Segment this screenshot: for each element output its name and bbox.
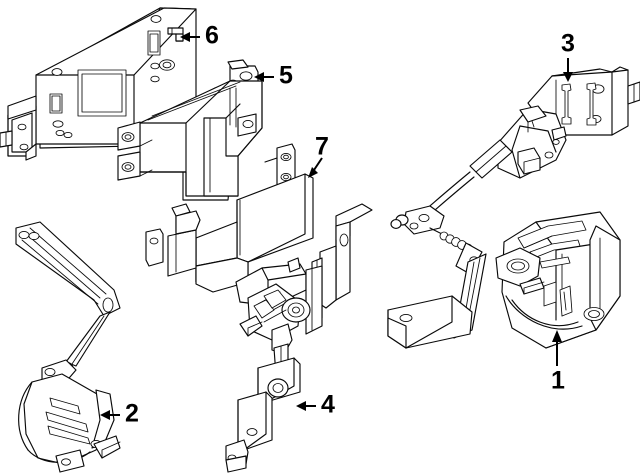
callout-6: 6 — [180, 22, 219, 50]
callout-4-number: 4 — [321, 391, 335, 419]
callout-7: 7 — [308, 133, 329, 178]
part-mounting-plate — [0, 7, 197, 161]
callout-3-number: 3 — [561, 30, 575, 58]
callout-2: 2 — [100, 400, 139, 428]
callout-2-number: 2 — [125, 400, 139, 428]
callout-6-number: 6 — [205, 22, 219, 50]
callout-7-leader — [313, 157, 323, 171]
callout-1-number: 1 — [551, 367, 565, 395]
part-latch-assembly — [495, 211, 621, 349]
part-module-bracket — [145, 143, 314, 293]
part-height-sensor-center — [225, 257, 323, 473]
part-actuator-motor-bracket — [387, 66, 640, 349]
callout-7-number: 7 — [315, 133, 329, 161]
callout-5-number: 5 — [279, 62, 293, 90]
callout-4: 4 — [296, 391, 335, 419]
callout-5-arrowhead — [254, 72, 264, 82]
callout-2-arrowhead — [100, 410, 110, 420]
callout-1: 1 — [551, 330, 565, 395]
callout-5: 5 — [254, 62, 293, 90]
callout-3: 3 — [561, 30, 575, 82]
part-height-sensor-left — [15, 221, 121, 473]
callout-7-arrowhead — [308, 167, 318, 178]
part-control-module — [117, 59, 263, 201]
callout-1-arrowhead — [552, 330, 562, 342]
callout-3-arrowhead — [563, 72, 573, 82]
callout-4-arrowhead — [296, 401, 306, 411]
callout-6-arrowhead — [180, 32, 190, 42]
